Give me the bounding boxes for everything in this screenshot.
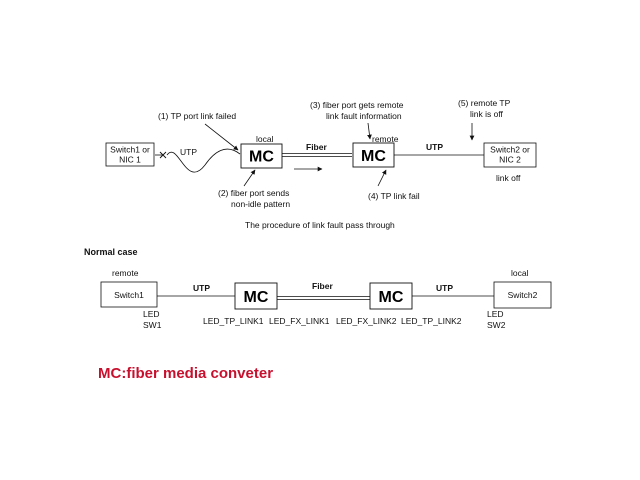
fault-caption: The procedure of link fault pass through [245, 220, 395, 230]
step4-arrow [377, 169, 387, 187]
normal-local-label: local [511, 268, 529, 278]
normal-utp-left-label: UTP [193, 283, 210, 293]
led-fx-link2-label: LED_FX_LINK2 [336, 316, 397, 326]
normal-mc-left-label: MC [244, 289, 269, 306]
led-fx-link1-label: LED_FX_LINK1 [269, 316, 330, 326]
mc-remote-label: MC [361, 148, 386, 165]
switch1-label-line1: Switch1 or [110, 145, 150, 155]
normal-switch2-box [493, 281, 552, 309]
local-label: local [256, 134, 274, 144]
switch1-label-line2: NIC 1 [119, 155, 141, 165]
mc-legend: MC:fiber media conveter [98, 365, 273, 382]
switch1-box [105, 142, 155, 167]
switch2-label-line1: Switch2 or [490, 145, 530, 155]
normal-remote-label: remote [112, 268, 139, 278]
normal-switch2-label: Switch2 [508, 290, 538, 300]
switch2-label-line2: NIC 2 [499, 155, 521, 165]
normal-utp-right-label: UTP [436, 283, 453, 293]
fault-section: (1) TP port link failed (3) fiber port g… [105, 98, 537, 230]
switch2-box [483, 142, 537, 168]
led-tp-link1-label: LED_TP_LINK1 [203, 316, 264, 326]
normal-switch1-label: Switch1 [114, 290, 144, 300]
normal-switch1-box [100, 281, 158, 308]
sw1-label: SW1 [143, 320, 162, 330]
step3-label-line2: link fault information [326, 111, 402, 121]
step4-label: (4) TP link fail [368, 191, 420, 201]
step2-arrow [243, 169, 256, 187]
step3-arrow [367, 122, 372, 140]
sw2-label: SW2 [487, 320, 506, 330]
step2-label-line2: non-idle pattern [231, 199, 290, 209]
mc-remote-box [352, 142, 395, 168]
step5-label-line2: link is off [470, 109, 504, 119]
led-left-label: LED [143, 309, 160, 319]
normal-mc-right-label: MC [379, 289, 404, 306]
step3-label-line1: (3) fiber port gets remote [310, 100, 404, 110]
remote-label: remote [372, 134, 399, 144]
link-off-label: link off [496, 173, 521, 183]
normal-fiber-label: Fiber [312, 281, 333, 291]
mc-local-box [240, 143, 283, 169]
mc-local-label: MC [249, 149, 274, 166]
normal-section: Normal case remote local Switch1 UTP MC … [84, 247, 552, 330]
utp-left-cable [166, 148, 241, 173]
led-tp-link2-label: LED_TP_LINK2 [401, 316, 462, 326]
step1-label: (1) TP port link failed [158, 111, 236, 121]
normal-mc-right-box [369, 282, 413, 310]
utp-left-label: UTP [180, 147, 197, 157]
normal-mc-left-box [234, 282, 278, 310]
step2-label-line1: (2) fiber port sends [218, 188, 289, 198]
link-broken-mark [159, 151, 167, 159]
fiber-label: Fiber [306, 142, 327, 152]
step5-label-line1: (5) remote TP [458, 98, 511, 108]
normal-heading: Normal case [84, 247, 138, 257]
utp-right-label: UTP [426, 142, 443, 152]
led-right-label: LED [487, 309, 504, 319]
step1-arrow [204, 123, 239, 151]
